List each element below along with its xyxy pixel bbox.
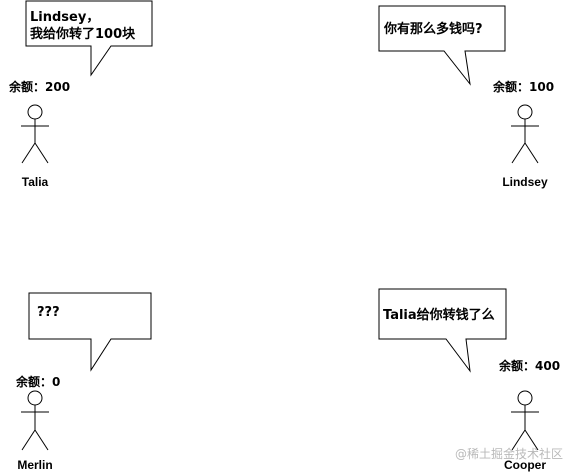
name-talia: Talia [22, 175, 49, 189]
speech-bubble-talia: Lindsey， 我给你转了100块 [25, 0, 153, 77]
name-cooper: Cooper [504, 458, 546, 472]
bubble-cooper-line-1: Talia给你转钱了么 [383, 307, 495, 323]
person-merlin: 余额：0 Merlin [15, 374, 60, 472]
person-talia: 余额：200 Talia [8, 79, 70, 189]
balance-lindsey: 余额：100 [492, 79, 554, 94]
balance-cooper: 余额：400 [498, 358, 560, 373]
speech-bubble-lindsey: 你有那么多钱吗? [378, 5, 506, 86]
name-lindsey: Lindsey [502, 175, 548, 189]
stick-figure-icon [21, 104, 49, 164]
balance-talia: 余额：200 [8, 79, 70, 94]
bubble-merlin-line-1: ??? [37, 305, 60, 320]
speech-bubble-merlin: ??? [28, 292, 152, 372]
person-cooper: 余额：400 Cooper [498, 358, 560, 472]
stick-figure-icon [511, 390, 539, 451]
bubble-talia-line-2: 我给你转了100块 [30, 26, 136, 42]
bubble-lindsey-line-1: 你有那么多钱吗? [383, 21, 483, 37]
name-merlin: Merlin [17, 458, 52, 472]
watermark: @稀土掘金技术社区 [454, 447, 563, 461]
stick-figure-icon [21, 390, 49, 451]
bubble-talia-line-1: Lindsey， [30, 10, 99, 25]
speech-bubble-cooper: Talia给你转钱了么 [378, 288, 507, 373]
balance-merlin: 余额：0 [15, 374, 60, 389]
person-lindsey: 余额：100 Lindsey [492, 79, 554, 189]
stick-figure-icon [511, 104, 539, 164]
